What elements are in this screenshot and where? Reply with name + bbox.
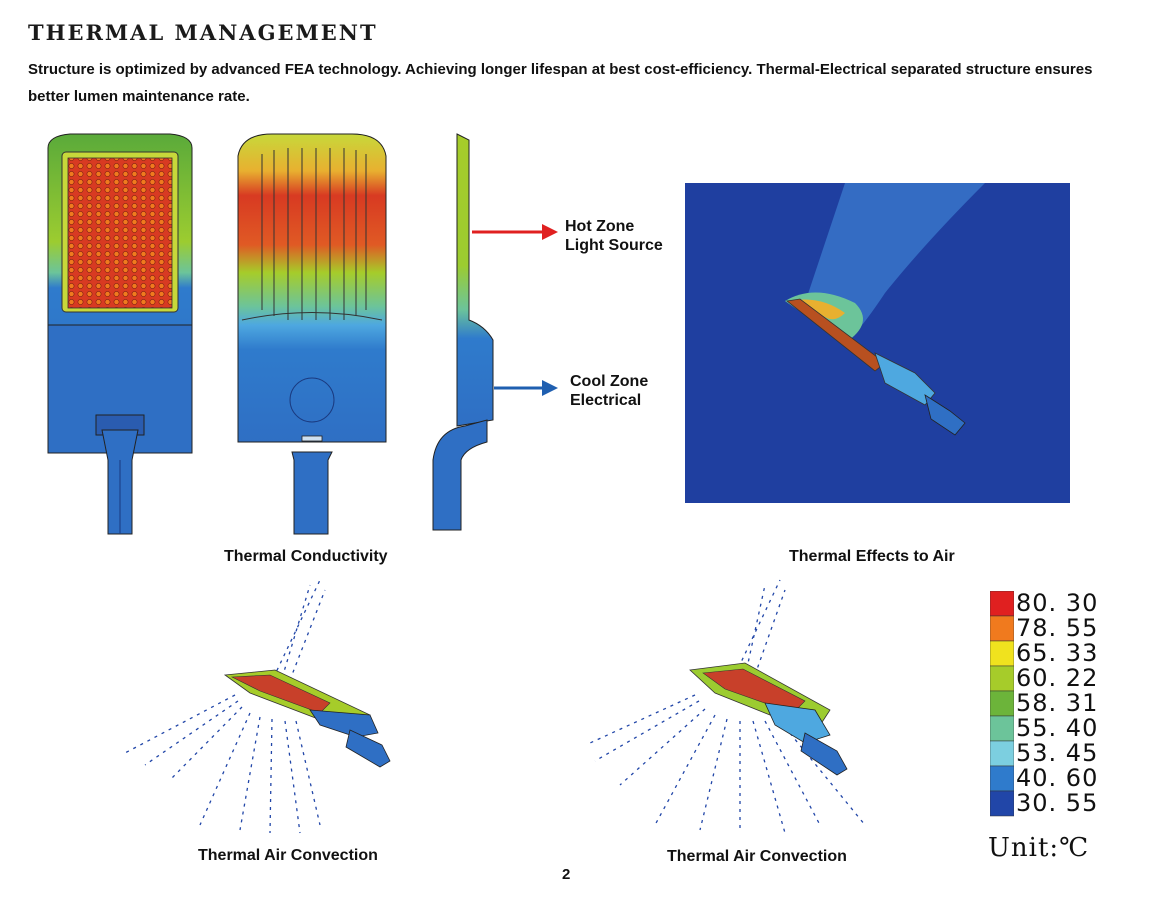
page-title: THERMAL MANAGEMENT bbox=[28, 20, 378, 45]
cool-zone-title: Cool Zone bbox=[570, 373, 649, 390]
caption-thermal-conductivity: Thermal Conductivity bbox=[224, 548, 388, 565]
legend-value: 53. 45 bbox=[1016, 739, 1099, 767]
legend-value: 55. 40 bbox=[1016, 714, 1099, 742]
legend-swatch bbox=[990, 765, 1014, 792]
caption-air-convection-right: Thermal Air Convection bbox=[667, 848, 847, 865]
air-convection-left-figure bbox=[124, 579, 391, 834]
lamp-back-view-figure bbox=[237, 133, 387, 535]
legend-swatch bbox=[990, 790, 1014, 817]
thermal-effects-air-figure bbox=[685, 183, 1070, 503]
legend-value: 58. 31 bbox=[1016, 689, 1099, 717]
legend-value: 65. 33 bbox=[1016, 639, 1099, 667]
hot-zone-title: Hot Zone bbox=[565, 218, 635, 235]
caption-thermal-effects-air: Thermal Effects to Air bbox=[789, 548, 955, 565]
air-convection-right-figure bbox=[589, 579, 866, 834]
page-description: Structure is optimized by advanced FEA t… bbox=[28, 61, 1093, 105]
cool-zone-arrowhead-icon bbox=[542, 380, 558, 396]
hot-zone-label: Hot Zone Light Source bbox=[565, 217, 663, 255]
caption-air-convection-left: Thermal Air Convection bbox=[198, 847, 378, 864]
legend-swatch bbox=[990, 715, 1014, 742]
legend-swatch bbox=[990, 665, 1014, 692]
zone-arrows bbox=[472, 224, 558, 396]
lamp-side-view-figure bbox=[432, 133, 494, 531]
legend-value: 60. 22 bbox=[1016, 664, 1099, 692]
legend-swatch bbox=[990, 640, 1014, 667]
cool-zone-subtitle: Electrical bbox=[570, 392, 642, 409]
hot-zone-arrowhead-icon bbox=[542, 224, 558, 240]
legend-swatch bbox=[990, 591, 1014, 617]
page-number: 2 bbox=[562, 866, 571, 883]
legend-swatch bbox=[990, 615, 1014, 642]
temperature-legend-scale bbox=[990, 591, 1014, 817]
lamp-front-view-figure bbox=[47, 133, 193, 535]
legend-swatch bbox=[990, 740, 1014, 767]
hot-zone-subtitle: Light Source bbox=[565, 237, 663, 254]
legend-unit: Unit:℃ bbox=[988, 833, 1090, 863]
legend-swatch bbox=[990, 690, 1014, 717]
legend-value: 80. 30 bbox=[1016, 589, 1099, 617]
legend-value: 30. 55 bbox=[1016, 789, 1099, 817]
cool-zone-label: Cool Zone Electrical bbox=[570, 372, 648, 410]
legend-value: 40. 60 bbox=[1016, 764, 1099, 792]
legend-value: 78. 55 bbox=[1016, 614, 1099, 642]
